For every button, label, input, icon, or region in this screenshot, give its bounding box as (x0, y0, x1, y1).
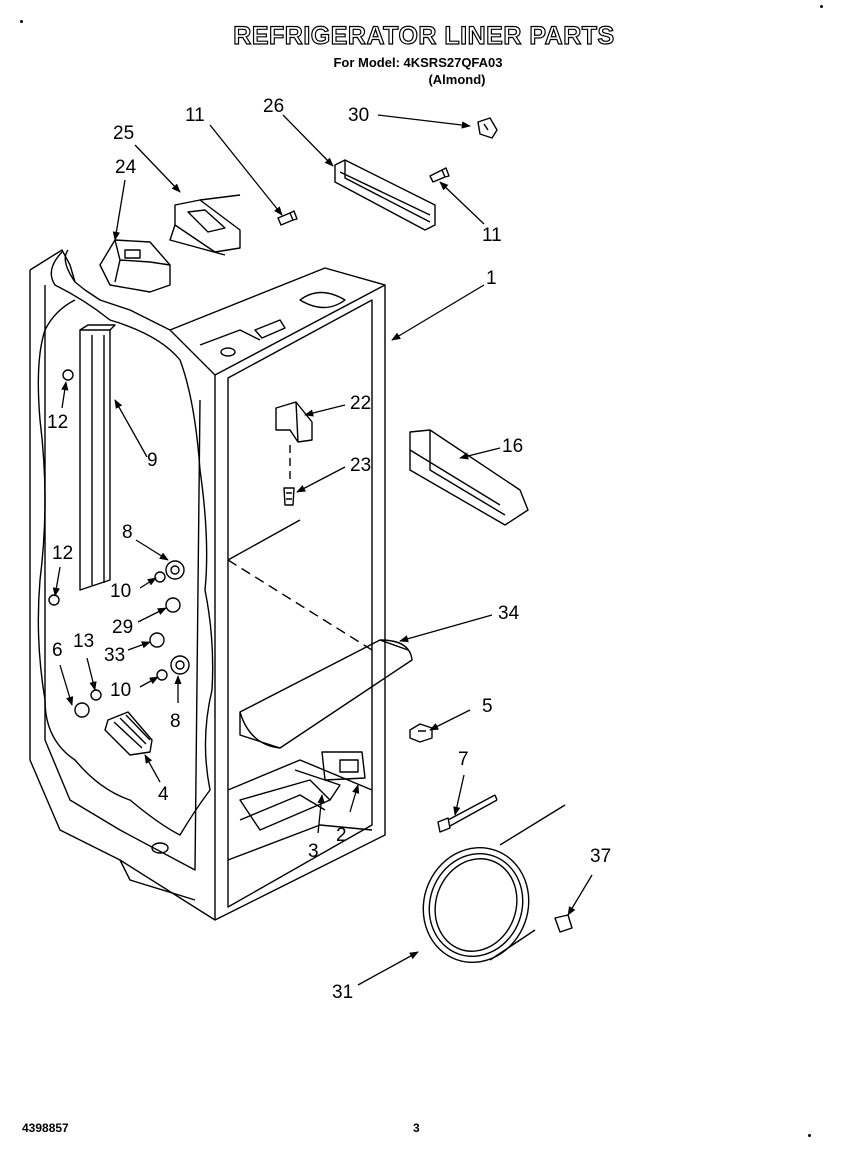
callout-29: 29 (112, 617, 133, 638)
fastener-part (154, 571, 166, 583)
screw-part (429, 167, 450, 183)
damper-cover-part (169, 194, 241, 256)
callout-10a: 10 (110, 581, 131, 602)
callout-5: 5 (482, 696, 493, 717)
top-channel-part (334, 159, 436, 231)
callout-1: 1 (486, 268, 497, 289)
screw-part (554, 914, 573, 933)
page-title: REFRIGERATOR LINER PARTS (233, 21, 615, 50)
callout-11b: 11 (482, 225, 502, 246)
screw-part (283, 487, 295, 506)
callout-8b: 8 (170, 711, 181, 732)
corner-mark (20, 20, 23, 23)
color-line: (Almond) (428, 72, 486, 87)
fastener-part (165, 560, 185, 580)
callout-37: 37 (590, 846, 611, 867)
callout-6: 6 (52, 640, 63, 661)
clip-part (477, 117, 498, 139)
shelf-rail-part (409, 429, 529, 526)
callout-7: 7 (458, 749, 469, 770)
callout-8a: 8 (122, 522, 133, 543)
callout-10b: 10 (110, 680, 131, 701)
callout-34: 34 (498, 603, 520, 624)
model-line: For Model: 4KSRS27QFA03 (333, 55, 503, 70)
cutaway-outline (37, 251, 214, 836)
callout-33: 33 (104, 645, 125, 666)
nut-part (409, 723, 433, 743)
liner-cabinet (29, 249, 386, 921)
tubing-coil-part (422, 804, 566, 964)
callout-16: 16 (502, 436, 523, 457)
page-number: 3 (413, 1121, 420, 1135)
callout-12b: 12 (52, 543, 73, 564)
callout-22: 22 (350, 393, 371, 414)
screw-part (277, 210, 298, 226)
callout-3: 3 (308, 841, 319, 862)
fastener-part (74, 702, 90, 718)
callout-4: 4 (158, 784, 169, 805)
grille-part (104, 711, 153, 756)
light-shield-part (239, 639, 413, 749)
switch-plate-part (321, 751, 366, 781)
fastener-part (90, 689, 102, 701)
shelf-ladder-part (79, 324, 116, 591)
corner-mark (820, 5, 823, 8)
callout-2: 2 (336, 825, 347, 846)
callout-25: 25 (113, 123, 134, 144)
callout-12a: 12 (47, 412, 68, 433)
callout-26: 26 (263, 96, 284, 117)
callout-24: 24 (115, 157, 137, 178)
callout-31: 31 (332, 982, 353, 1003)
cable-tie-part (437, 794, 498, 833)
callout-9: 9 (147, 450, 158, 471)
bracket-part (275, 401, 313, 443)
fastener-part (62, 369, 74, 381)
corner-mark (808, 1134, 811, 1137)
fastener-part (165, 597, 181, 613)
leader-lines (52, 114, 593, 986)
callout-23: 23 (350, 455, 371, 476)
callout-11a: 11 (185, 105, 205, 126)
damper-housing-part (99, 239, 171, 293)
callout-13: 13 (73, 631, 94, 652)
callout-30: 30 (348, 105, 369, 126)
fastener-part (156, 669, 168, 681)
fastener-part (170, 655, 190, 675)
fastener-part (48, 594, 60, 606)
doc-number: 4398857 (22, 1121, 69, 1135)
fastener-part (149, 632, 165, 648)
